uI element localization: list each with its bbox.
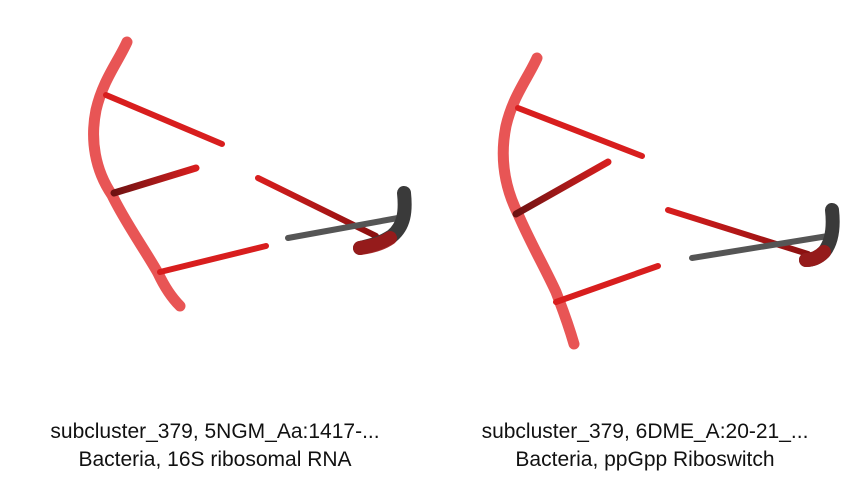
- dark-base-stick: [689, 233, 831, 261]
- caption-subtitle: Bacteria, 16S ribosomal RNA: [78, 448, 352, 471]
- caption-title: subcluster_379, 5NGM_Aa:1417-...: [50, 420, 380, 443]
- base-stick: [103, 92, 225, 147]
- structure-panel-left: subcluster_379, 5NGM_Aa:1417-... Bacteri…: [0, 36, 430, 474]
- base-stick: [515, 105, 645, 159]
- caption-subtitle: Bacteria, ppGpp Riboswitch: [515, 448, 775, 471]
- caption-title: subcluster_379, 6DME_A:20-21_...: [481, 420, 809, 443]
- structure-caption: subcluster_379, 6DME_A:20-21_... Bacteri…: [430, 418, 860, 474]
- base-stick: [553, 263, 661, 305]
- rna-structure-render-left: [88, 36, 412, 312]
- base-stick: [110, 164, 200, 197]
- base-stick: [665, 207, 811, 257]
- structure-caption: subcluster_379, 5NGM_Aa:1417-... Bacteri…: [0, 418, 430, 474]
- rna-structure-render-right: [497, 52, 840, 350]
- base-stick: [157, 243, 269, 275]
- dark-base-stick: [285, 215, 401, 241]
- base-stick: [512, 158, 612, 218]
- structure-panel-right: subcluster_379, 6DME_A:20-21_... Bacteri…: [430, 0, 860, 480]
